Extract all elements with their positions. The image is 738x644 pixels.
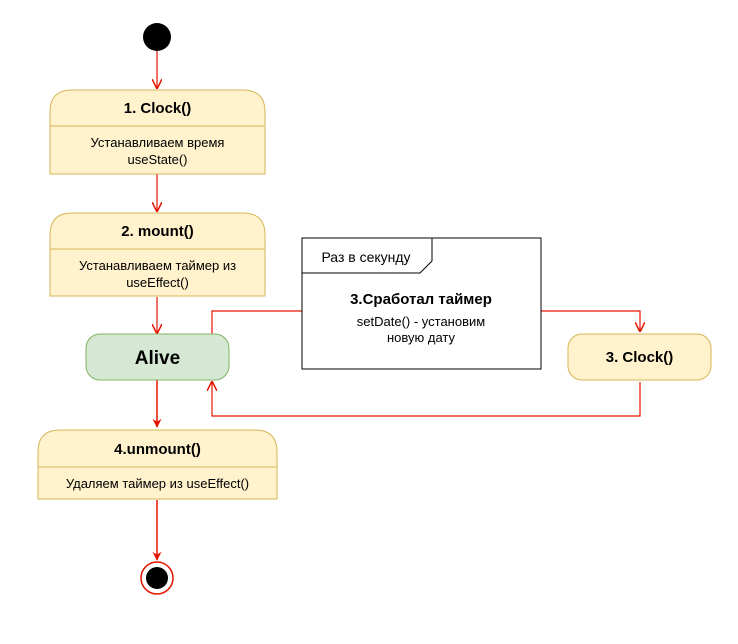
state-clock-1-line2: useState() xyxy=(128,152,188,167)
note-line1: setDate() - установим xyxy=(357,314,485,329)
initial-state xyxy=(143,23,171,51)
state-clock-3: 3. Clock() xyxy=(567,333,712,381)
state-alive: Alive xyxy=(85,333,230,381)
state-unmount: 4.unmount() Удаляем таймер из useEffect(… xyxy=(37,429,278,500)
final-state xyxy=(140,561,174,595)
state-clock-1: 1. Clock() Устанавливаем время useState(… xyxy=(49,89,266,175)
state-alive-title: Alive xyxy=(135,348,180,369)
note-box: Раз в секунду 3.Сработал таймер setDate(… xyxy=(301,237,542,370)
state-mount-line2: useEffect() xyxy=(126,275,189,290)
state-clock-3-title: 3. Clock() xyxy=(606,349,674,366)
state-mount: 2. mount() Устанавливаем таймер из useEf… xyxy=(49,212,266,297)
state-clock-1-line1: Устанавливаем время xyxy=(91,135,225,150)
arrow-clock3-to-alive xyxy=(212,382,641,417)
state-clock-1-title: 1. Clock() xyxy=(124,100,192,117)
state-unmount-line1: Удаляем таймер из useEffect() xyxy=(66,476,249,491)
state-unmount-title: 4.unmount() xyxy=(114,441,201,458)
note-line2: новую дату xyxy=(387,330,456,345)
state-mount-line1: Устанавливаем таймер из xyxy=(79,258,236,273)
state-mount-title: 2. mount() xyxy=(121,223,194,240)
note-tab xyxy=(302,238,433,274)
note-title: 3.Сработал таймер xyxy=(350,291,492,308)
note-tab-label: Раз в секунду xyxy=(321,249,410,265)
